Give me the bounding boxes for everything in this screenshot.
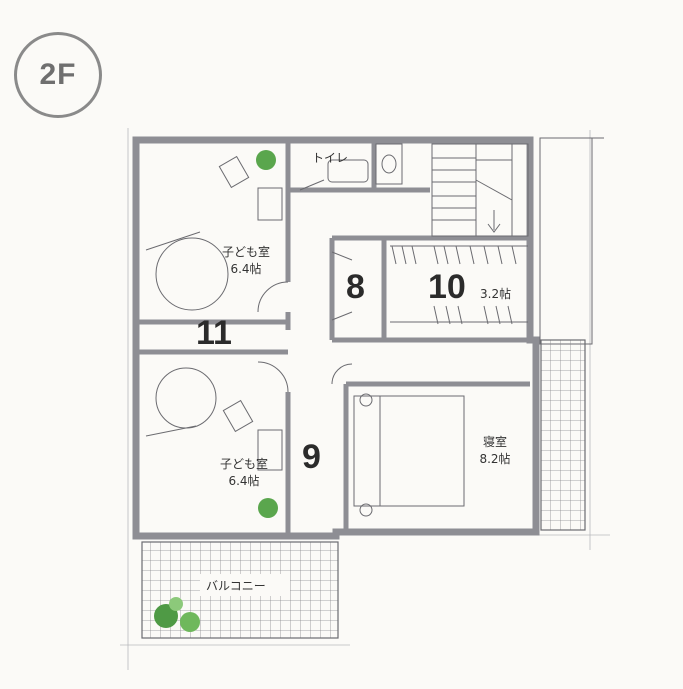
bedroom-name: 寝室 <box>482 435 507 449</box>
marker-9: 9 <box>302 438 321 476</box>
floor-badge: 2F <box>14 32 102 118</box>
bed <box>353 393 465 517</box>
bedroom-area: 8.2帖 <box>479 452 511 466</box>
side-panel <box>539 137 604 345</box>
balcony-label: バルコニー <box>206 579 266 593</box>
marker-10: 10 <box>428 268 466 306</box>
bedroom: 寝室 8.2帖 <box>470 434 520 468</box>
child-room-lower-area: 6.4帖 <box>228 474 260 488</box>
child-room-upper: 子ども室 6.4帖 <box>218 244 274 278</box>
child-room-lower-name: 子ども室 <box>219 457 268 471</box>
marker-11: 11 <box>196 314 232 352</box>
plant-icons <box>154 150 278 632</box>
marker-8: 8 <box>346 268 365 306</box>
toilet-fixtures <box>327 143 403 185</box>
child-room-lower: 子ども室 6.4帖 <box>216 456 272 490</box>
child-room-upper-area: 6.4帖 <box>230 262 262 276</box>
door-swings <box>257 179 353 393</box>
child-room-upper-name: 子ども室 <box>221 245 270 259</box>
toilet-label: トイレ <box>312 151 349 165</box>
exterior-walls <box>132 136 540 540</box>
closet-rod <box>390 245 528 325</box>
staircase <box>431 143 529 237</box>
furniture <box>145 155 283 471</box>
closet-area: 3.2帖 <box>480 287 512 301</box>
interior-walls <box>136 140 530 534</box>
